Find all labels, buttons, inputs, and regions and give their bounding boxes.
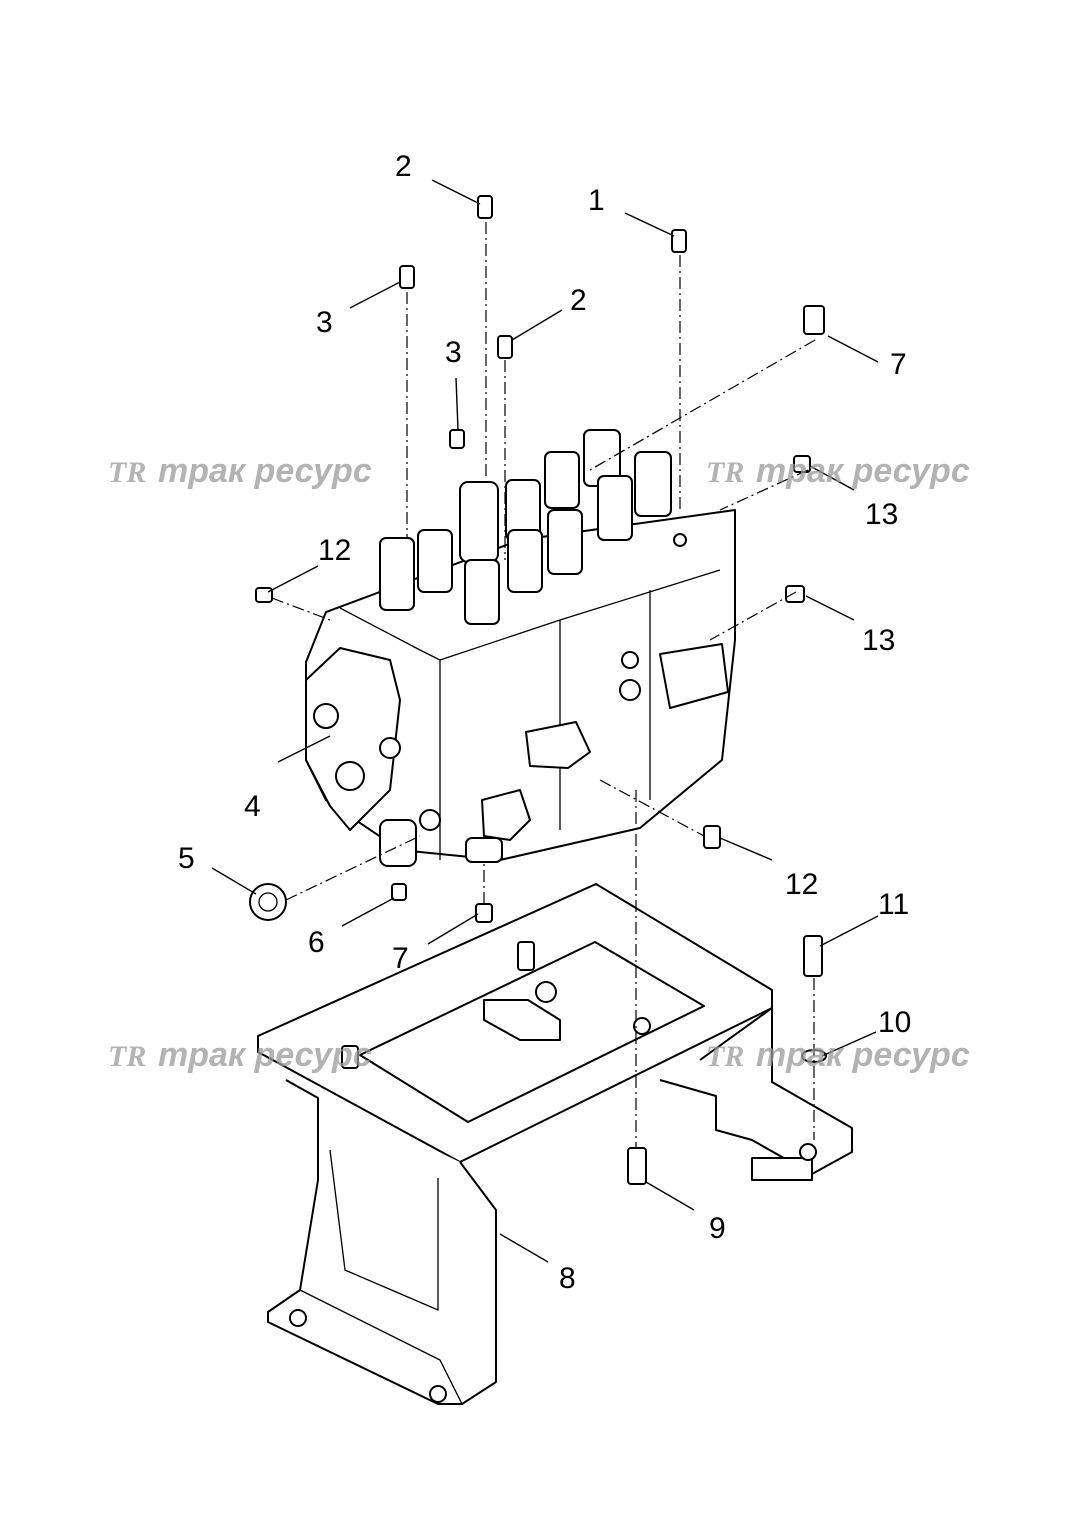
plug-12b (703, 825, 721, 849)
callout-2a: 2 (395, 150, 412, 183)
callout-6: 6 (308, 926, 325, 959)
bolt-9 (627, 1147, 647, 1185)
fitting-2b (497, 335, 513, 359)
bolt-11 (803, 935, 823, 977)
control-valve-block (305, 429, 736, 867)
callout-13a: 13 (865, 498, 898, 531)
mounting-frame (257, 883, 853, 1405)
svg-text:трак ресурс: трак ресурс (756, 1036, 970, 1074)
fitting-7b (803, 305, 825, 335)
svg-text:трак ресурс: трак ресурс (158, 452, 372, 490)
watermarks: TR трак ресурс TR трак ресурс TR трак ре… (108, 452, 970, 1074)
callout-9: 9 (709, 1212, 726, 1245)
watermark-top-right: TR трак ресурс (706, 452, 970, 490)
plug-13a (793, 455, 811, 473)
plug-5 (249, 883, 287, 921)
callout-3a: 3 (316, 306, 333, 339)
callout-2b: 2 (570, 284, 587, 317)
leader-lines (211, 179, 879, 1263)
plug-6 (391, 883, 407, 901)
assembly-centerlines (271, 222, 816, 1148)
watermark-bottom-right: TR трак ресурс (706, 1036, 970, 1074)
callout-11: 11 (878, 888, 909, 921)
callout-12a: 12 (318, 534, 351, 567)
plug-12a (255, 587, 273, 603)
callout-12b: 12 (785, 868, 818, 901)
fitting-1 (671, 229, 687, 253)
svg-text:TR: TR (108, 1040, 146, 1073)
svg-text:TR: TR (706, 1040, 744, 1073)
callout-5: 5 (178, 842, 195, 875)
fitting-7a (475, 903, 493, 923)
fitting-3b (449, 429, 465, 449)
svg-text:трак ресурс: трак ресурс (756, 452, 970, 490)
callout-4: 4 (244, 790, 261, 823)
fittings (249, 195, 827, 1185)
watermark-top-left: TR трак ресурс (108, 452, 372, 490)
callout-10: 10 (878, 1006, 911, 1039)
callout-7b: 7 (890, 348, 907, 381)
fitting-3a (399, 265, 415, 289)
callout-labels: 1 2 2 3 3 4 5 6 7 7 8 9 10 11 12 12 13 1… (178, 150, 911, 1295)
fitting-2a (477, 195, 493, 219)
watermark-bottom-left: TR трак ресурс (108, 1036, 372, 1074)
callout-8: 8 (559, 1262, 576, 1295)
callout-7a: 7 (392, 942, 409, 975)
callout-13b: 13 (862, 624, 895, 657)
callout-3b: 3 (445, 336, 462, 369)
plug-13b (785, 585, 805, 603)
callout-1: 1 (588, 184, 605, 217)
svg-text:трак ресурс: трак ресурс (158, 1036, 372, 1074)
svg-text:TR: TR (706, 456, 744, 489)
svg-text:TR: TR (108, 456, 146, 489)
